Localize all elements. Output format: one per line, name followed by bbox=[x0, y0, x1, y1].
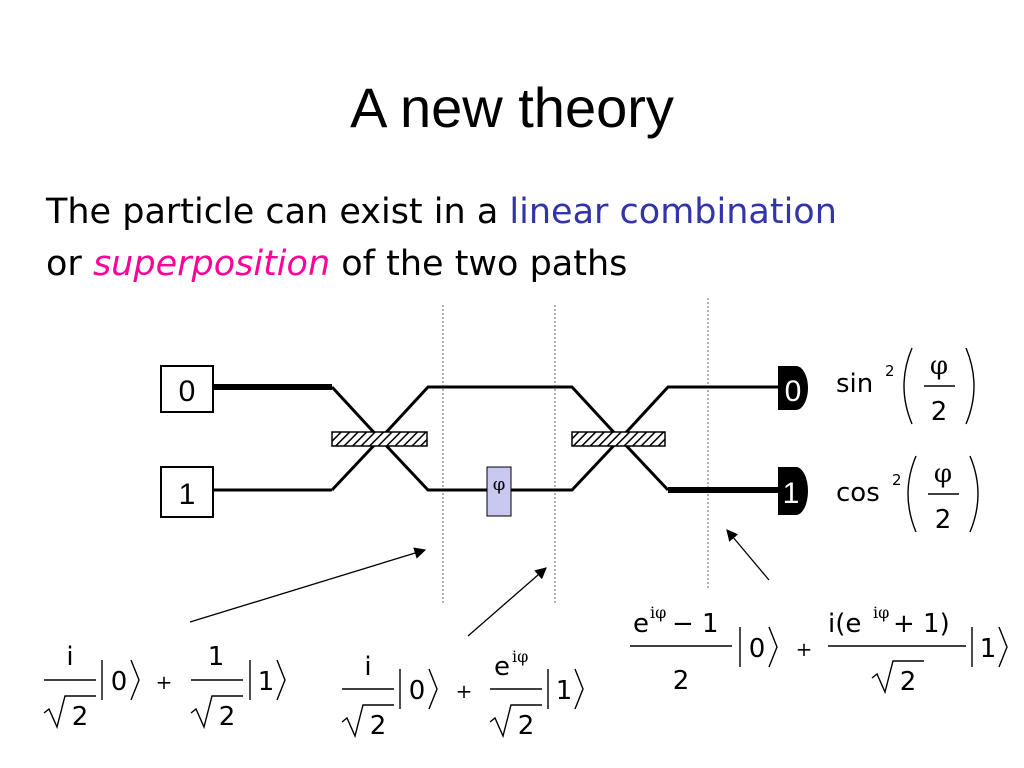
subtitle-highlight-linear-combination: linear combination bbox=[509, 192, 837, 232]
probability-top-rparen bbox=[965, 347, 975, 425]
probability-bottom-den: 2 bbox=[935, 505, 952, 535]
detector-label-1: 1 bbox=[783, 477, 800, 510]
state1-coef0-sqrt-icon bbox=[43, 695, 96, 730]
arrow-to-divider-3 bbox=[726, 529, 770, 581]
detector-0 bbox=[778, 366, 808, 410]
probability-top-num: φ bbox=[930, 351, 948, 381]
state2-coef1-sup: iφ bbox=[512, 647, 528, 666]
state2-coef0-den: 2 bbox=[370, 711, 387, 741]
beam-splitter-1 bbox=[331, 431, 428, 447]
phase-shifter-label: φ bbox=[493, 474, 506, 495]
probability-top-lparen bbox=[903, 347, 913, 425]
subtitle-line-2: or superposition of the two paths bbox=[46, 238, 1016, 290]
state2-coef1-den: 2 bbox=[518, 711, 535, 741]
state3-coef1-rest: + 1) bbox=[893, 609, 950, 639]
state2-coef1-base: e bbox=[494, 652, 510, 682]
probability-top-func: sin bbox=[836, 369, 873, 399]
state3-ket0-value: 0 bbox=[749, 634, 766, 664]
state3-coef1-sqrt-icon bbox=[871, 660, 924, 695]
state1-ket1-value: 1 bbox=[258, 667, 275, 697]
state2-ket1-angle bbox=[574, 668, 584, 710]
state3-coef0-rest: − 1 bbox=[672, 609, 719, 639]
probability-bottom-func: cos bbox=[836, 478, 880, 508]
input-box-1 bbox=[160, 466, 214, 518]
detector-label-0: 0 bbox=[785, 375, 802, 408]
probability-top-power: 2 bbox=[885, 362, 895, 380]
state3-coef0-sup: iφ bbox=[650, 603, 666, 622]
beam-splitter-2 bbox=[571, 431, 666, 447]
detector-1 bbox=[778, 467, 808, 515]
state3-coef1-den: 2 bbox=[900, 667, 917, 697]
subtitle-text-3: of the two paths bbox=[330, 244, 628, 284]
state3-coef0-base: e bbox=[633, 609, 649, 639]
probability-bottom-num: φ bbox=[934, 459, 952, 489]
state-after-first-splitter: i 2 0 + 1 2 1 bbox=[43, 642, 286, 732]
state-after-second-splitter: e iφ − 1 2 0 + i(e iφ + 1) 2 1 bbox=[630, 603, 1008, 697]
state1-plus: + bbox=[156, 670, 173, 694]
state3-ket0-angle bbox=[768, 626, 778, 668]
state3-ket1-angle bbox=[998, 626, 1008, 668]
state2-ket0-value: 0 bbox=[409, 676, 426, 706]
state2-plus: + bbox=[456, 679, 473, 703]
state1-coef1-den: 2 bbox=[219, 702, 236, 732]
input-box-0 bbox=[160, 365, 214, 413]
state1-coef1-sqrt-icon bbox=[190, 695, 243, 730]
state1-coef0-den: 2 bbox=[72, 702, 89, 732]
subtitle-text-1: The particle can exist in a bbox=[46, 192, 510, 232]
phase-shifter-box bbox=[486, 466, 512, 517]
input-label-1: 1 bbox=[179, 478, 196, 511]
probability-bottom-rparen bbox=[969, 455, 979, 533]
probability-bottom-lparen bbox=[907, 455, 917, 533]
state1-ket0-value: 0 bbox=[111, 667, 128, 697]
slide-title: A new theory bbox=[350, 76, 674, 139]
state2-ket0-angle bbox=[428, 668, 438, 710]
input-label-0: 0 bbox=[179, 375, 196, 408]
state2-coef0-sqrt-icon bbox=[341, 704, 394, 739]
slide-subtitle: The particle can exist in a linear combi… bbox=[46, 186, 1016, 290]
state3-coef1-pre: i(e bbox=[828, 609, 861, 639]
state2-ket1-value: 1 bbox=[556, 676, 573, 706]
state1-ket1-angle bbox=[276, 659, 286, 701]
arrow-to-divider-1 bbox=[189, 547, 427, 623]
state-after-phase: i 2 0 + e iφ 2 1 bbox=[341, 647, 584, 741]
probability-bottom-power: 2 bbox=[892, 471, 902, 489]
state3-plus: + bbox=[796, 637, 813, 661]
probability-bottom: cos 2 φ 2 bbox=[836, 455, 979, 535]
subtitle-line-1: The particle can exist in a linear combi… bbox=[46, 186, 1016, 238]
subtitle-text-2: or bbox=[46, 244, 93, 284]
probability-top-den: 2 bbox=[931, 397, 948, 427]
state2-coef0-num: i bbox=[364, 652, 371, 682]
subtitle-highlight-superposition: superposition bbox=[92, 244, 331, 284]
state1-coef1-num: 1 bbox=[208, 642, 225, 672]
state1-coef0-num: i bbox=[66, 642, 73, 672]
probability-top: sin 2 φ 2 bbox=[836, 347, 975, 427]
path-cross-b bbox=[330, 385, 670, 492]
arrow-to-divider-2 bbox=[467, 567, 547, 637]
state3-ket1-value: 1 bbox=[980, 634, 997, 664]
state2-coef1-sqrt-icon bbox=[489, 704, 542, 739]
state1-ket0-angle bbox=[130, 659, 140, 701]
state3-coef1-sup: iφ bbox=[873, 603, 889, 622]
state3-coef0-den: 2 bbox=[673, 666, 690, 696]
